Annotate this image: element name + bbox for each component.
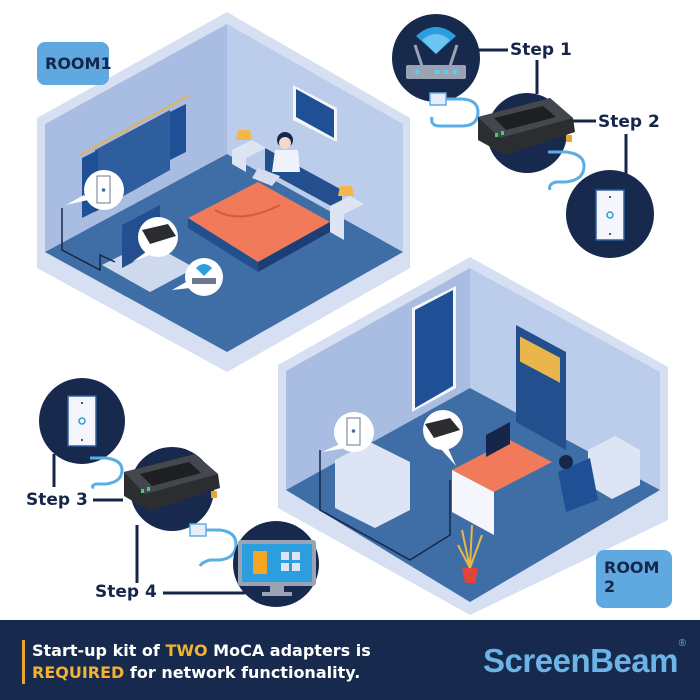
footer-text: for network functionality.: [124, 663, 361, 682]
coax-wall-outlet-icon: [566, 170, 654, 258]
room1-adapter-callout: [132, 217, 178, 262]
highlight-required: REQUIRED: [32, 663, 125, 682]
room2-label: ROOM 2: [596, 550, 672, 608]
room1-label: ROOM1: [37, 42, 112, 85]
setup-illustration: [37, 12, 668, 615]
router-icon: [392, 14, 480, 102]
footer-line-1: Start-up kit of TWO MoCA adapters is: [32, 641, 371, 660]
step-diagram-top: [392, 14, 654, 258]
moca-adapter-icon: [478, 93, 575, 173]
room2-adapter-callout: [423, 410, 463, 466]
step-1-label: Step 1: [510, 40, 572, 60]
footer-banner: Start-up kit of TWO MoCA adapters is REQ…: [0, 620, 700, 700]
footer-line-2: REQUIRED for network functionality.: [32, 663, 360, 682]
step-4-label: Step 4: [95, 582, 157, 602]
highlight-two: TWO: [165, 641, 208, 660]
registered-mark: ®: [678, 638, 686, 649]
room1-router-callout: [172, 258, 223, 296]
room1-illustration: [37, 12, 410, 372]
moca-adapter-icon: [124, 447, 220, 531]
room2-illustration: [278, 257, 668, 615]
room1-wall-outlet-callout: [66, 170, 124, 210]
footer-text: Start-up kit of: [32, 641, 166, 660]
computer-monitor-icon: [233, 521, 319, 607]
room2-wall-outlet-callout: [322, 412, 374, 452]
step-3-label: Step 3: [26, 490, 88, 510]
step-2-label: Step 2: [598, 112, 660, 132]
footer-text: MoCA adapters is: [207, 641, 371, 660]
accent-bar: [22, 640, 25, 684]
step-diagram-bottom: [39, 378, 319, 607]
screenbeam-logo: ScreenBeam: [483, 642, 678, 679]
coax-wall-outlet-icon: [39, 378, 125, 464]
